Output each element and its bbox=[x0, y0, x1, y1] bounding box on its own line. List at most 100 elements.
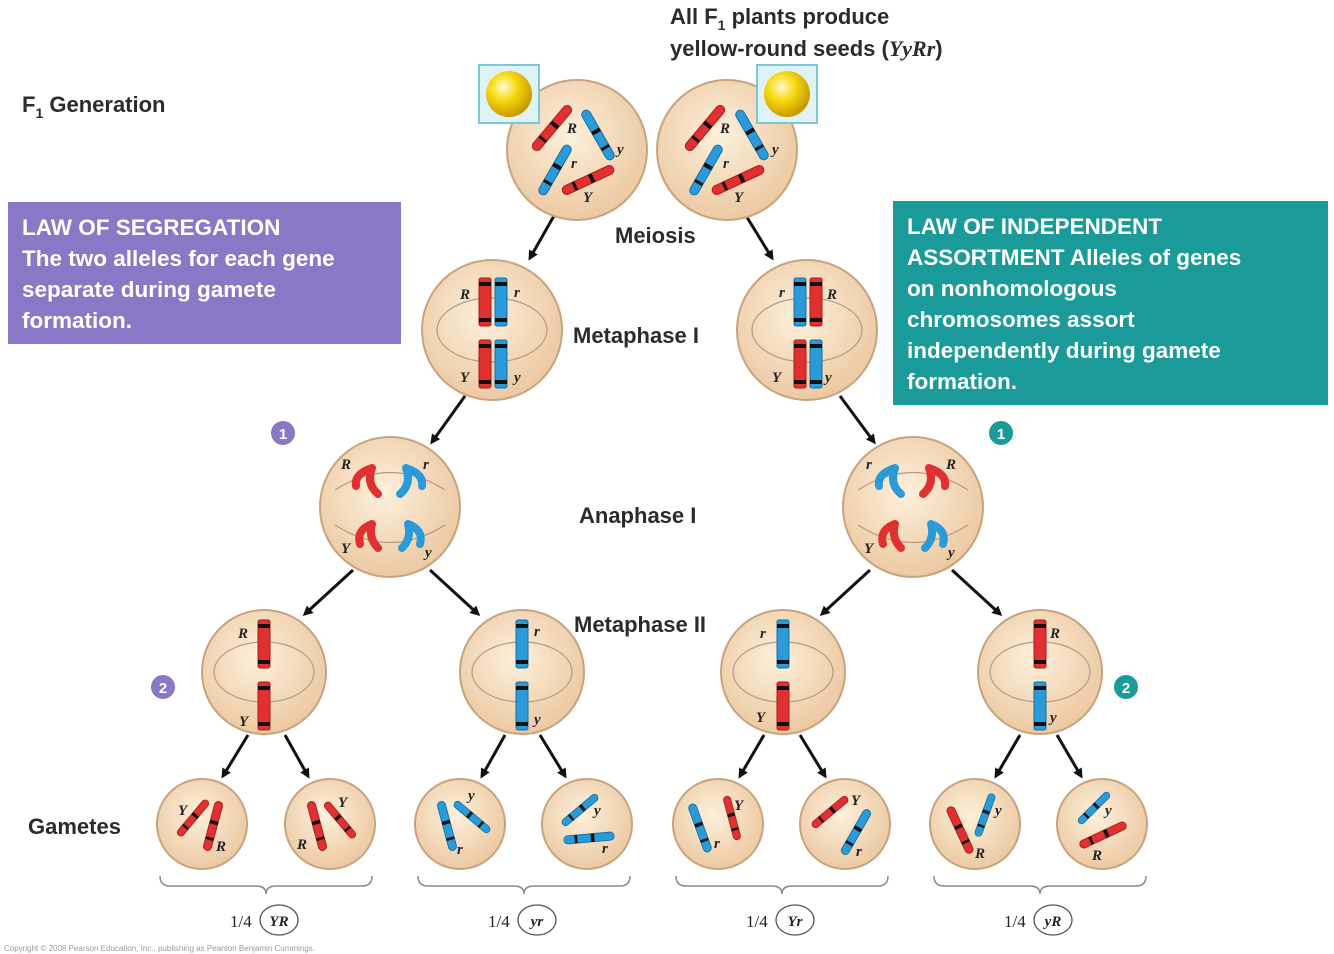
allele-r: r bbox=[779, 285, 785, 301]
allele-r: r bbox=[760, 626, 766, 642]
chromosome-y bbox=[515, 681, 529, 731]
allele-r: r bbox=[866, 457, 872, 473]
allele-y: y bbox=[1048, 710, 1057, 726]
chromosome-Y bbox=[478, 339, 492, 389]
chromosome-R bbox=[1033, 619, 1047, 669]
chromosome-Y bbox=[878, 520, 905, 552]
chromosome-Y bbox=[793, 339, 807, 389]
metaphase-2-label: Metaphase II bbox=[574, 612, 706, 637]
chromosome-y bbox=[809, 339, 823, 389]
svg-text:1: 1 bbox=[997, 426, 1005, 443]
metaphase-1-label: Metaphase I bbox=[573, 323, 699, 348]
allele-y: y bbox=[993, 803, 1002, 819]
allele-Y: Y bbox=[338, 795, 349, 811]
metaphase-1-cell-left: R r Y y bbox=[421, 259, 563, 401]
svg-text:2: 2 bbox=[1122, 680, 1130, 697]
cell bbox=[459, 609, 585, 735]
allele-Y: Y bbox=[341, 541, 352, 557]
arrow bbox=[798, 734, 827, 779]
cell bbox=[977, 609, 1103, 735]
allele-y: y bbox=[946, 545, 955, 561]
chromosome-R bbox=[351, 464, 382, 498]
metaphase-2-cell-1: R Y bbox=[201, 609, 327, 735]
f1-caption-line1: All F1 plants produce bbox=[670, 4, 889, 33]
allele-R: R bbox=[296, 837, 307, 853]
gametes-label: Gametes bbox=[28, 814, 121, 839]
allele-y: y bbox=[466, 788, 475, 804]
gamete-ratio-2: 1/4 yr bbox=[488, 904, 557, 936]
gamete-ratio-1: 1/4 YR bbox=[230, 904, 299, 936]
allele-r: r bbox=[723, 156, 729, 172]
metaphase-2-cell-3: r Y bbox=[720, 609, 846, 735]
fraction-label: 1/4 bbox=[230, 912, 252, 931]
gamete-cell-Yr-2: Y r bbox=[799, 778, 891, 870]
cell bbox=[201, 609, 327, 735]
law-of-independent-title: LAW OF INDEPENDENT bbox=[907, 214, 1163, 239]
genotype-label: yR bbox=[1043, 914, 1062, 930]
arrow bbox=[221, 734, 250, 779]
allele-R: R bbox=[215, 839, 226, 855]
gamete-cell-yR-1: y R bbox=[929, 778, 1021, 870]
arrow bbox=[738, 734, 766, 779]
svg-text:1: 1 bbox=[279, 426, 287, 443]
step-2-badge-left: 2 bbox=[151, 675, 175, 699]
allele-r: r bbox=[534, 624, 540, 640]
allele-r: r bbox=[602, 841, 608, 857]
arrow bbox=[1055, 734, 1083, 779]
arrow bbox=[838, 395, 876, 445]
bracket bbox=[675, 875, 889, 895]
law-of-segregation-box: LAW OF SEGREGATION The two alleles for e… bbox=[8, 202, 401, 344]
chromosome-R bbox=[478, 277, 492, 327]
cell bbox=[736, 259, 878, 401]
cell bbox=[842, 436, 984, 578]
allele-y: y bbox=[512, 370, 521, 386]
gamete-cell-YR-2: Y R bbox=[284, 778, 376, 870]
genotype-label: yr bbox=[529, 914, 544, 930]
chromosome-Y bbox=[355, 520, 382, 552]
copyright-text: Copyright © 2008 Pearson Education, Inc.… bbox=[4, 944, 315, 953]
law-of-independent-text-1: ASSORTMENT Alleles of genes bbox=[907, 245, 1242, 270]
anaphase-1-cell-left: R r Y y bbox=[319, 436, 461, 578]
allele-r: r bbox=[423, 457, 429, 473]
arrow bbox=[428, 568, 481, 617]
bracket bbox=[417, 875, 631, 895]
gamete-cell-yr-2: y r bbox=[541, 778, 633, 870]
arrow bbox=[283, 734, 310, 779]
allele-Y: Y bbox=[460, 370, 471, 386]
cell bbox=[720, 609, 846, 735]
chromosome-r bbox=[874, 464, 905, 498]
bracket bbox=[933, 875, 1147, 895]
allele-y: y bbox=[823, 370, 832, 386]
allele-r: r bbox=[571, 156, 577, 172]
fraction-label: 1/4 bbox=[488, 912, 510, 931]
allele-Y: Y bbox=[756, 710, 767, 726]
gamete-cell-yR-2: y R bbox=[1056, 778, 1148, 870]
allele-y: y bbox=[770, 142, 779, 158]
yellow-round-seed-icon bbox=[486, 71, 532, 117]
allele-Y: Y bbox=[734, 190, 745, 206]
arrows bbox=[221, 213, 1083, 779]
chromosome-r bbox=[494, 277, 508, 327]
arrow bbox=[430, 395, 467, 445]
anaphase-1-label: Anaphase I bbox=[579, 503, 696, 528]
law-of-segregation-text-1: The two alleles for each gene bbox=[22, 246, 335, 271]
fraction-label: 1/4 bbox=[746, 912, 768, 931]
f1-caption-line2: yellow-round seeds (YyRr) bbox=[670, 36, 943, 61]
arrow bbox=[302, 568, 355, 617]
cell bbox=[319, 436, 461, 578]
allele-R: R bbox=[1049, 626, 1060, 642]
law-of-independent-text-3: chromosomes assort bbox=[907, 307, 1135, 332]
law-of-segregation-text-3: formation. bbox=[22, 308, 132, 333]
allele-y: y bbox=[615, 142, 624, 158]
law-of-segregation-title: LAW OF SEGREGATION bbox=[22, 215, 281, 240]
law-of-independent-text-5: formation. bbox=[907, 369, 1017, 394]
genotype-label: Yr bbox=[788, 914, 803, 930]
chromosome-R bbox=[257, 619, 271, 669]
arrow bbox=[994, 734, 1022, 779]
chromosome-y bbox=[398, 520, 425, 552]
law-of-segregation-text-2: separate during gamete bbox=[22, 277, 276, 302]
f1-cell-left: R y r Y bbox=[506, 79, 648, 221]
f1-generation-label: F1 Generation bbox=[22, 92, 166, 121]
allele-y: y bbox=[592, 803, 601, 819]
